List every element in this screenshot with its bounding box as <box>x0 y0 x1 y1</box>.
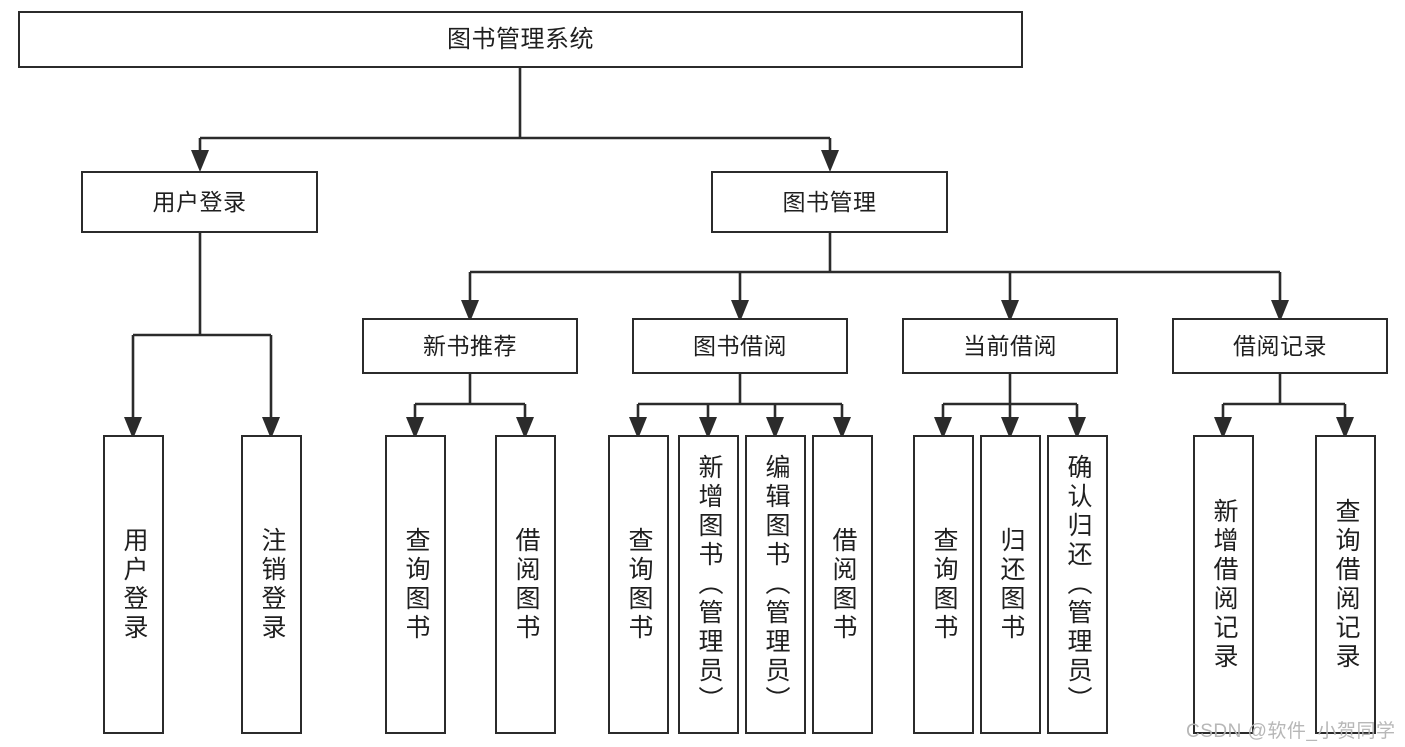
node-borrow-record[interactable]: 借阅记录 <box>1172 318 1388 374</box>
arrowhead-ul-leaf1 <box>124 417 142 439</box>
csdn-watermark: CSDN @软件_小贺同学 <box>1186 721 1396 742</box>
leaf-borrow-record-add-label: 新增借阅记录 <box>1210 497 1238 672</box>
leaf-borrow-record-query[interactable]: 查询借阅记录 <box>1315 435 1376 734</box>
arrowheads <box>124 150 1354 439</box>
arrowhead-current <box>1001 300 1019 322</box>
leaf-current-borrow-return[interactable]: 归还图书 <box>980 435 1041 734</box>
node-current-borrow[interactable]: 当前借阅 <box>902 318 1118 374</box>
leaf-book-borrow-query[interactable]: 查询图书 <box>608 435 669 734</box>
leaf-user-login-signin-label: 用户登录 <box>120 526 148 643</box>
leaf-current-borrow-confirm-label: 确认归还（管理员） <box>1064 454 1092 715</box>
arrowhead-new-leaf2 <box>516 417 534 439</box>
leaf-user-login-signout[interactable]: 注销登录 <box>241 435 302 734</box>
leaf-new-book-borrow-label: 借阅图书 <box>512 526 540 643</box>
node-root-label: 图书管理系统 <box>447 25 594 53</box>
leaf-book-borrow-borrow[interactable]: 借阅图书 <box>812 435 873 734</box>
leaf-borrow-record-add[interactable]: 新增借阅记录 <box>1193 435 1254 734</box>
node-book-management[interactable]: 图书管理 <box>711 171 948 233</box>
arrowhead-borrow-leaf1 <box>629 417 647 439</box>
leaf-new-book-query-label: 查询图书 <box>402 526 430 643</box>
node-new-book-recommend-label: 新书推荐 <box>423 332 517 359</box>
arrowhead-borrow-leaf3 <box>766 417 784 439</box>
node-book-borrow[interactable]: 图书借阅 <box>632 318 848 374</box>
leaf-current-borrow-confirm[interactable]: 确认归还（管理员） <box>1047 435 1108 734</box>
node-user-login-label: 用户登录 <box>152 188 247 215</box>
node-borrow-record-label: 借阅记录 <box>1233 332 1327 359</box>
arrowhead-current-leaf2 <box>1001 417 1019 439</box>
node-current-borrow-label: 当前借阅 <box>963 332 1057 359</box>
leaf-new-book-borrow[interactable]: 借阅图书 <box>495 435 556 734</box>
arrowhead-bookmgmt <box>821 150 839 172</box>
leaf-user-login-signout-label: 注销登录 <box>258 526 286 643</box>
leaf-new-book-query[interactable]: 查询图书 <box>385 435 446 734</box>
node-user-login[interactable]: 用户登录 <box>81 171 318 233</box>
node-book-management-label: 图书管理 <box>782 188 877 215</box>
arrowhead-new-leaf1 <box>406 417 424 439</box>
leaf-book-borrow-add[interactable]: 新增图书（管理员） <box>678 435 739 734</box>
arrowhead-borrow-leaf2 <box>699 417 717 439</box>
leaf-book-borrow-add-label: 新增图书（管理员） <box>695 454 723 715</box>
arrowhead-record-leaf2 <box>1336 417 1354 439</box>
leaf-book-borrow-query-label: 查询图书 <box>625 526 653 643</box>
arrowhead-current-leaf1 <box>934 417 952 439</box>
leaf-current-borrow-query-label: 查询图书 <box>930 526 958 643</box>
node-new-book-recommend[interactable]: 新书推荐 <box>362 318 578 374</box>
node-root[interactable]: 图书管理系统 <box>18 11 1023 68</box>
leaf-book-borrow-edit[interactable]: 编辑图书（管理员） <box>745 435 806 734</box>
arrowhead-record <box>1271 300 1289 322</box>
arrowhead-userlogin <box>191 150 209 172</box>
arrowhead-current-leaf3 <box>1068 417 1086 439</box>
arrowhead-new <box>461 300 479 322</box>
leaf-current-borrow-return-label: 归还图书 <box>997 526 1025 643</box>
leaf-book-borrow-borrow-label: 借阅图书 <box>829 526 857 643</box>
arrowhead-borrow <box>731 300 749 322</box>
leaf-user-login-signin[interactable]: 用户登录 <box>103 435 164 734</box>
node-book-borrow-label: 图书借阅 <box>693 332 787 359</box>
leaf-book-borrow-edit-label: 编辑图书（管理员） <box>762 454 790 715</box>
arrowhead-borrow-leaf4 <box>833 417 851 439</box>
leaf-borrow-record-query-label: 查询借阅记录 <box>1332 497 1360 672</box>
arrowhead-record-leaf1 <box>1214 417 1232 439</box>
leaf-current-borrow-query[interactable]: 查询图书 <box>913 435 974 734</box>
arrowhead-ul-leaf2 <box>262 417 280 439</box>
